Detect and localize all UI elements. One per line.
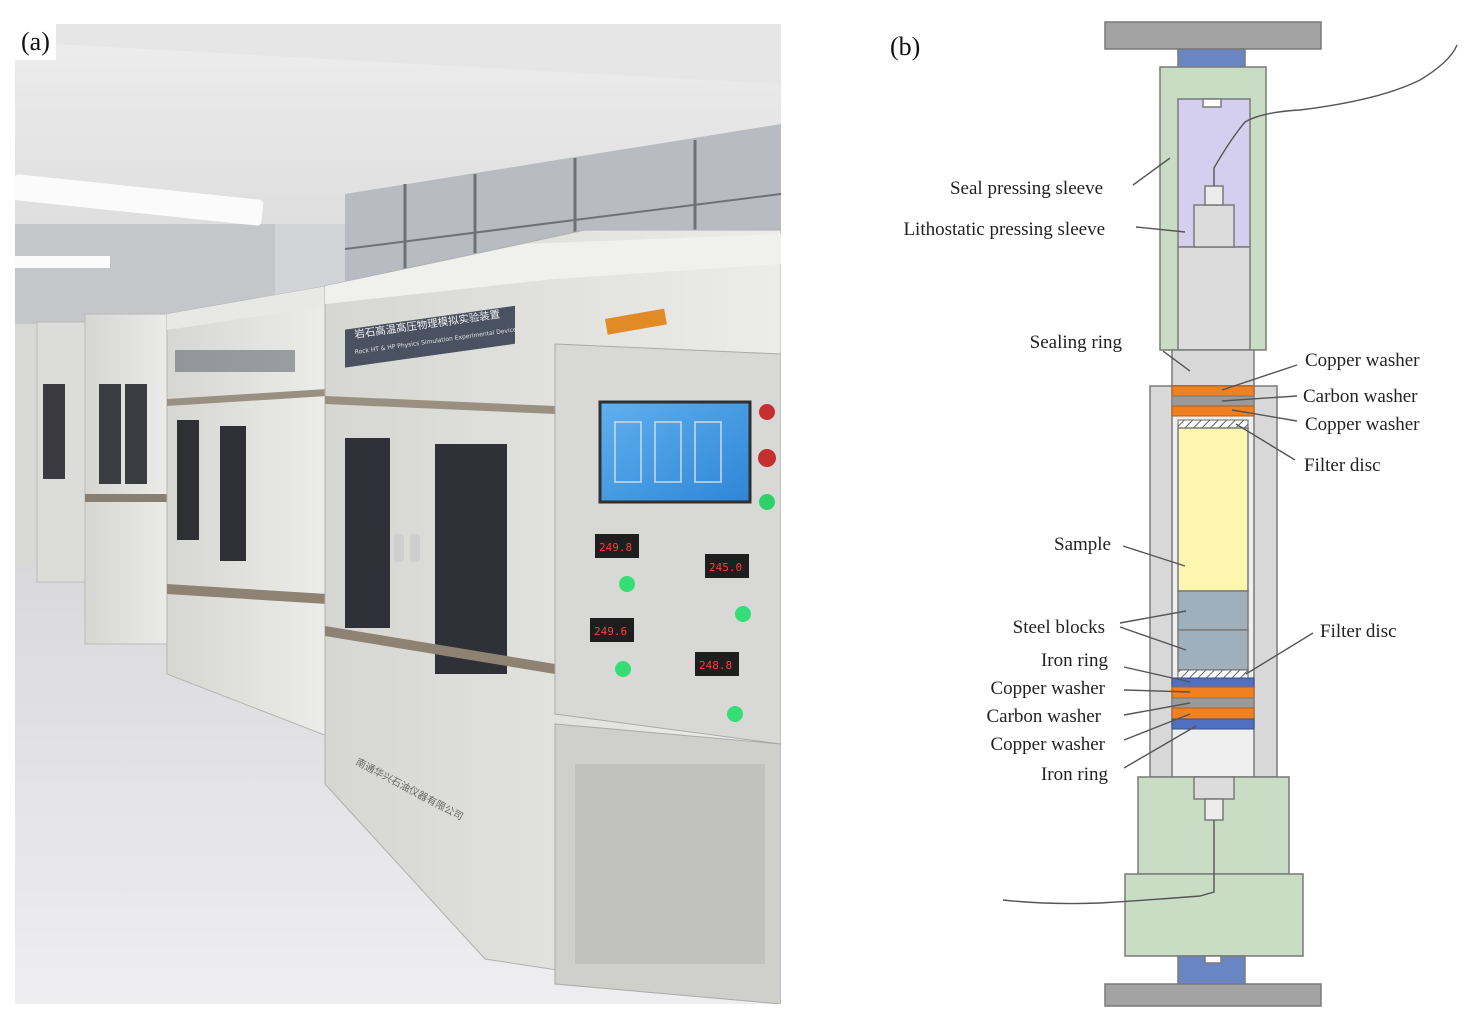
sensor-body xyxy=(1193,204,1235,248)
carbon-washer xyxy=(1171,395,1255,407)
middle-cabinet xyxy=(166,285,328,737)
label-lithostatic-pressing-sleeve: Lithostatic pressing sleeve xyxy=(903,219,1105,240)
panel-label-a: (a) xyxy=(15,24,56,60)
copper-washer xyxy=(1171,707,1255,720)
label-sample: Sample xyxy=(1054,534,1111,555)
svg-text:249.8: 249.8 xyxy=(599,541,632,554)
copper-washer xyxy=(1171,385,1255,397)
bottom-plunger-tip xyxy=(1204,798,1224,821)
svg-text:248.8: 248.8 xyxy=(699,659,732,672)
label-filter-disc-top: Filter disc xyxy=(1304,455,1381,476)
steel-block xyxy=(1177,590,1249,631)
label-copper-washer-bottom1: Copper washer xyxy=(991,678,1106,699)
sensor-cable-bottom xyxy=(1002,820,1215,905)
sensor-cable-top xyxy=(1213,44,1458,186)
label-copper-washer-bottom2: Copper washer xyxy=(991,734,1106,755)
iron-ring xyxy=(1171,677,1255,688)
svg-text:245.0: 245.0 xyxy=(709,561,742,574)
ceiling-light xyxy=(15,174,264,226)
label-filter-disc-bottom: Filter disc xyxy=(1320,621,1397,642)
temperature-controller: 245.0 xyxy=(705,554,749,578)
leader-lines xyxy=(1119,157,1314,769)
ceiling-light xyxy=(15,256,110,268)
bottom-plunger-head xyxy=(1193,776,1235,800)
carbon-washer xyxy=(1171,697,1255,709)
top-notch xyxy=(1202,98,1222,108)
control-panel: 249.8 245.0 249.6 248.8 xyxy=(554,308,781,1004)
copper-washer xyxy=(1171,405,1255,417)
label-carbon-washer-bottom: Carbon washer xyxy=(987,706,1102,727)
temperature-controller: 249.8 xyxy=(595,534,639,558)
filter-disc xyxy=(1177,419,1249,429)
sealing-ring xyxy=(1171,349,1255,387)
steel-block xyxy=(1177,629,1249,671)
label-copper-washer-top2: Copper washer xyxy=(1305,414,1420,435)
core-holder-diagram: (b) xyxy=(890,21,1458,1007)
far-cabinets xyxy=(15,313,174,645)
top-plate xyxy=(1104,21,1322,50)
ceiling-beam xyxy=(55,24,781,84)
sensor-tip xyxy=(1204,185,1224,206)
label-carbon-washer-top: Carbon washer xyxy=(1303,386,1418,407)
bottom-notch xyxy=(1204,955,1222,964)
label-iron-ring-bottom: Iron ring xyxy=(1041,764,1109,785)
temperature-controller: 249.6 xyxy=(590,618,634,642)
device-nameplate xyxy=(345,305,515,368)
lab-photo: 岩石高温高压物理模拟实验装置 Rock HT & HP Physics Simu… xyxy=(15,24,781,1004)
svg-text:249.6: 249.6 xyxy=(594,625,627,638)
label-iron-ring-top: Iron ring xyxy=(1041,650,1109,671)
label-seal-pressing-sleeve: Seal pressing sleeve xyxy=(950,178,1103,199)
bottom-plate xyxy=(1104,983,1322,1007)
label-copper-washer-top1: Copper washer xyxy=(1305,350,1420,371)
filter-disc xyxy=(1177,669,1249,679)
panel-label-b: (b) xyxy=(890,32,920,61)
label-steel-blocks: Steel blocks xyxy=(1013,617,1105,638)
label-sealing-ring: Sealing ring xyxy=(1030,332,1123,353)
touch-screen xyxy=(598,400,752,504)
iron-ring xyxy=(1171,718,1255,730)
upper-plunger xyxy=(1177,246,1251,351)
sample xyxy=(1177,427,1249,592)
temperature-controller: 248.8 xyxy=(695,652,739,676)
